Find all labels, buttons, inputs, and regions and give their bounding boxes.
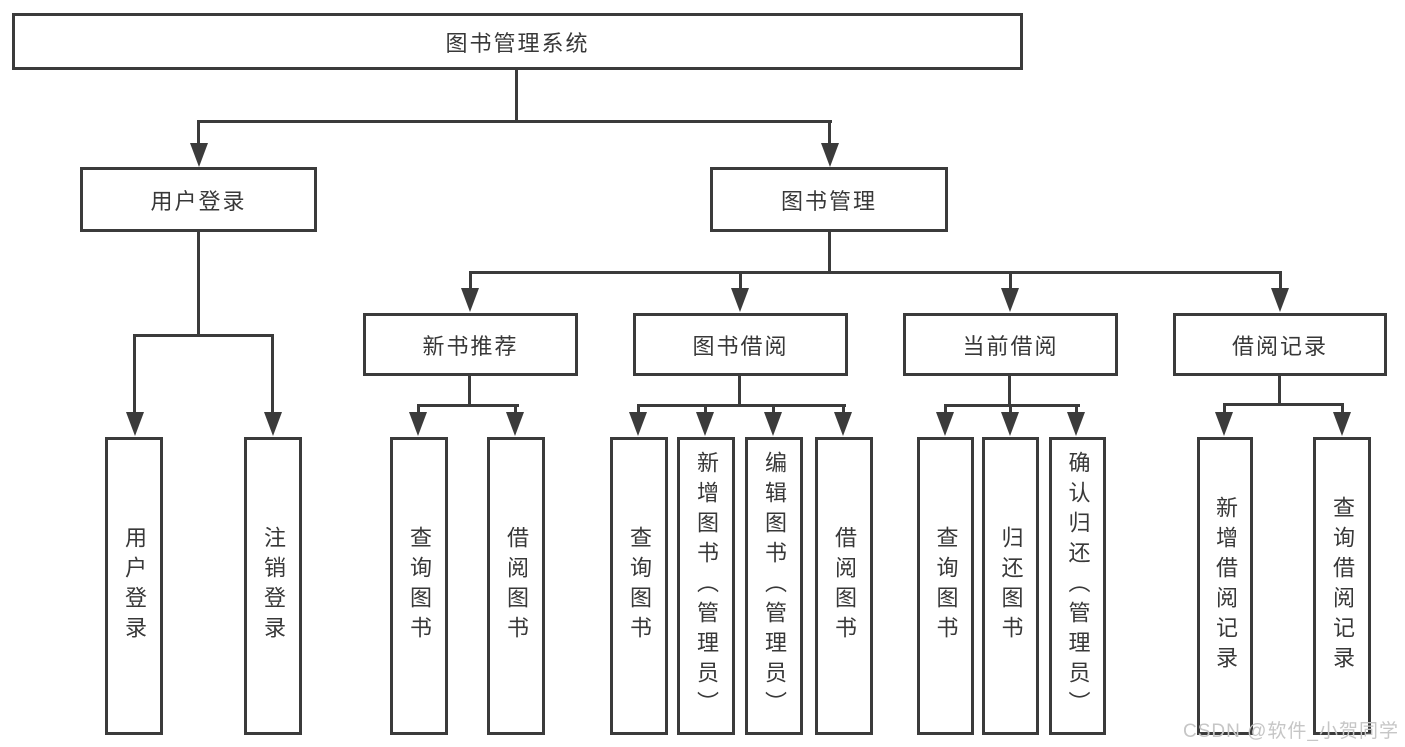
leaf-borrow-books: 借阅图书 xyxy=(815,437,873,735)
leaf-return-books: 归还图书 xyxy=(982,437,1039,735)
node-new-book-recommend: 新书推荐 xyxy=(363,313,578,376)
connector-line xyxy=(842,404,845,414)
node-user-login-label: 用户登录 xyxy=(150,188,247,214)
connector-line xyxy=(637,404,846,407)
connector-line xyxy=(417,404,519,407)
connector-line xyxy=(1008,376,1011,407)
arrowhead xyxy=(1067,412,1085,436)
leaf-confirm-return-admin-label: 确认归还（管理员） xyxy=(1065,451,1091,721)
connector-line xyxy=(514,404,517,414)
leaf-confirm-return-admin: 确认归还（管理员） xyxy=(1049,437,1106,735)
connector-line xyxy=(469,271,1282,274)
leaf-query-books-current: 查询图书 xyxy=(917,437,974,735)
leaf-logout-label: 注销登录 xyxy=(261,526,286,646)
arrowhead xyxy=(1271,288,1289,312)
connector-line xyxy=(1223,403,1226,414)
leaf-user-login-label: 用户登录 xyxy=(122,526,147,646)
connector-line xyxy=(637,404,640,414)
arrowhead xyxy=(409,412,427,436)
arrowhead xyxy=(629,412,647,436)
csdn-watermark: CSDN @软件_小贺同学 xyxy=(1183,721,1399,742)
node-root-label: 图书管理系统 xyxy=(445,30,590,56)
arrowhead xyxy=(731,288,749,312)
leaf-add-books-admin-label: 新增图书（管理员） xyxy=(694,451,719,721)
leaf-query-borrow-record: 查询借阅记录 xyxy=(1313,437,1371,735)
connector-line xyxy=(197,120,200,144)
arrowhead xyxy=(764,412,782,436)
arrowhead xyxy=(821,143,839,167)
leaf-edit-books-admin-label: 编辑图书（管理员） xyxy=(762,451,787,721)
node-current-borrow: 当前借阅 xyxy=(903,313,1118,376)
node-book-management: 图书管理 xyxy=(710,167,948,232)
connector-line xyxy=(1278,376,1281,406)
node-book-borrow-label: 图书借阅 xyxy=(692,333,789,359)
node-borrow-records: 借阅记录 xyxy=(1173,313,1387,376)
node-book-management-label: 图书管理 xyxy=(780,188,877,214)
arrowhead xyxy=(936,412,954,436)
connector-line xyxy=(944,404,947,414)
leaf-query-books-newbooks-label: 查询图书 xyxy=(407,526,432,646)
node-borrow-records-label: 借阅记录 xyxy=(1231,333,1328,359)
connector-line xyxy=(1341,403,1344,414)
connector-line xyxy=(704,404,707,414)
connector-line xyxy=(772,404,775,414)
connector-line xyxy=(828,232,831,273)
connector-line xyxy=(1009,271,1012,289)
connector-line xyxy=(197,120,832,123)
arrowhead xyxy=(1333,412,1351,436)
arrowhead xyxy=(696,412,714,436)
leaf-add-books-admin: 新增图书（管理员） xyxy=(677,437,735,735)
leaf-query-books-borrow: 查询图书 xyxy=(610,437,668,735)
leaf-borrow-books-label: 借阅图书 xyxy=(832,526,857,646)
connector-line xyxy=(133,334,136,414)
connector-line xyxy=(133,334,274,337)
node-new-book-recommend-label: 新书推荐 xyxy=(422,333,519,359)
connector-line xyxy=(515,70,518,122)
connector-line xyxy=(1223,403,1344,406)
arrowhead xyxy=(126,412,144,436)
leaf-borrow-books-newbooks-label: 借阅图书 xyxy=(504,526,529,646)
connector-line xyxy=(417,404,420,414)
arrowhead xyxy=(461,288,479,312)
leaf-add-borrow-record: 新增借阅记录 xyxy=(1197,437,1253,735)
leaf-add-borrow-record-label: 新增借阅记录 xyxy=(1213,496,1238,676)
connector-line xyxy=(197,232,200,336)
node-current-borrow-label: 当前借阅 xyxy=(962,333,1059,359)
arrowhead xyxy=(1001,288,1019,312)
connector-line xyxy=(468,376,471,407)
leaf-return-books-label: 归还图书 xyxy=(998,526,1024,646)
arrowhead xyxy=(264,412,282,436)
connector-line xyxy=(828,120,831,144)
connector-line xyxy=(1009,404,1012,414)
connector-line xyxy=(1279,271,1282,289)
node-user-login: 用户登录 xyxy=(80,167,317,232)
connector-line xyxy=(271,334,274,414)
node-root: 图书管理系统 xyxy=(12,13,1023,70)
arrowhead xyxy=(1001,412,1019,436)
leaf-query-books-current-label: 查询图书 xyxy=(933,526,959,646)
arrowhead xyxy=(1215,412,1233,436)
leaf-logout: 注销登录 xyxy=(244,437,302,735)
connector-line xyxy=(738,376,741,407)
connector-line xyxy=(469,271,472,289)
connector-line xyxy=(1075,404,1078,414)
leaf-borrow-books-newbooks: 借阅图书 xyxy=(487,437,545,735)
arrowhead xyxy=(834,412,852,436)
leaf-user-login: 用户登录 xyxy=(105,437,163,735)
connector-line xyxy=(739,271,742,289)
leaf-query-books-borrow-label: 查询图书 xyxy=(627,526,652,646)
arrowhead xyxy=(506,412,524,436)
arrowhead xyxy=(190,143,208,167)
leaf-query-borrow-record-label: 查询借阅记录 xyxy=(1330,496,1355,676)
leaf-query-books-newbooks: 查询图书 xyxy=(390,437,448,735)
node-book-borrow: 图书借阅 xyxy=(633,313,848,376)
leaf-edit-books-admin: 编辑图书（管理员） xyxy=(745,437,803,735)
connector-line xyxy=(944,404,1080,407)
